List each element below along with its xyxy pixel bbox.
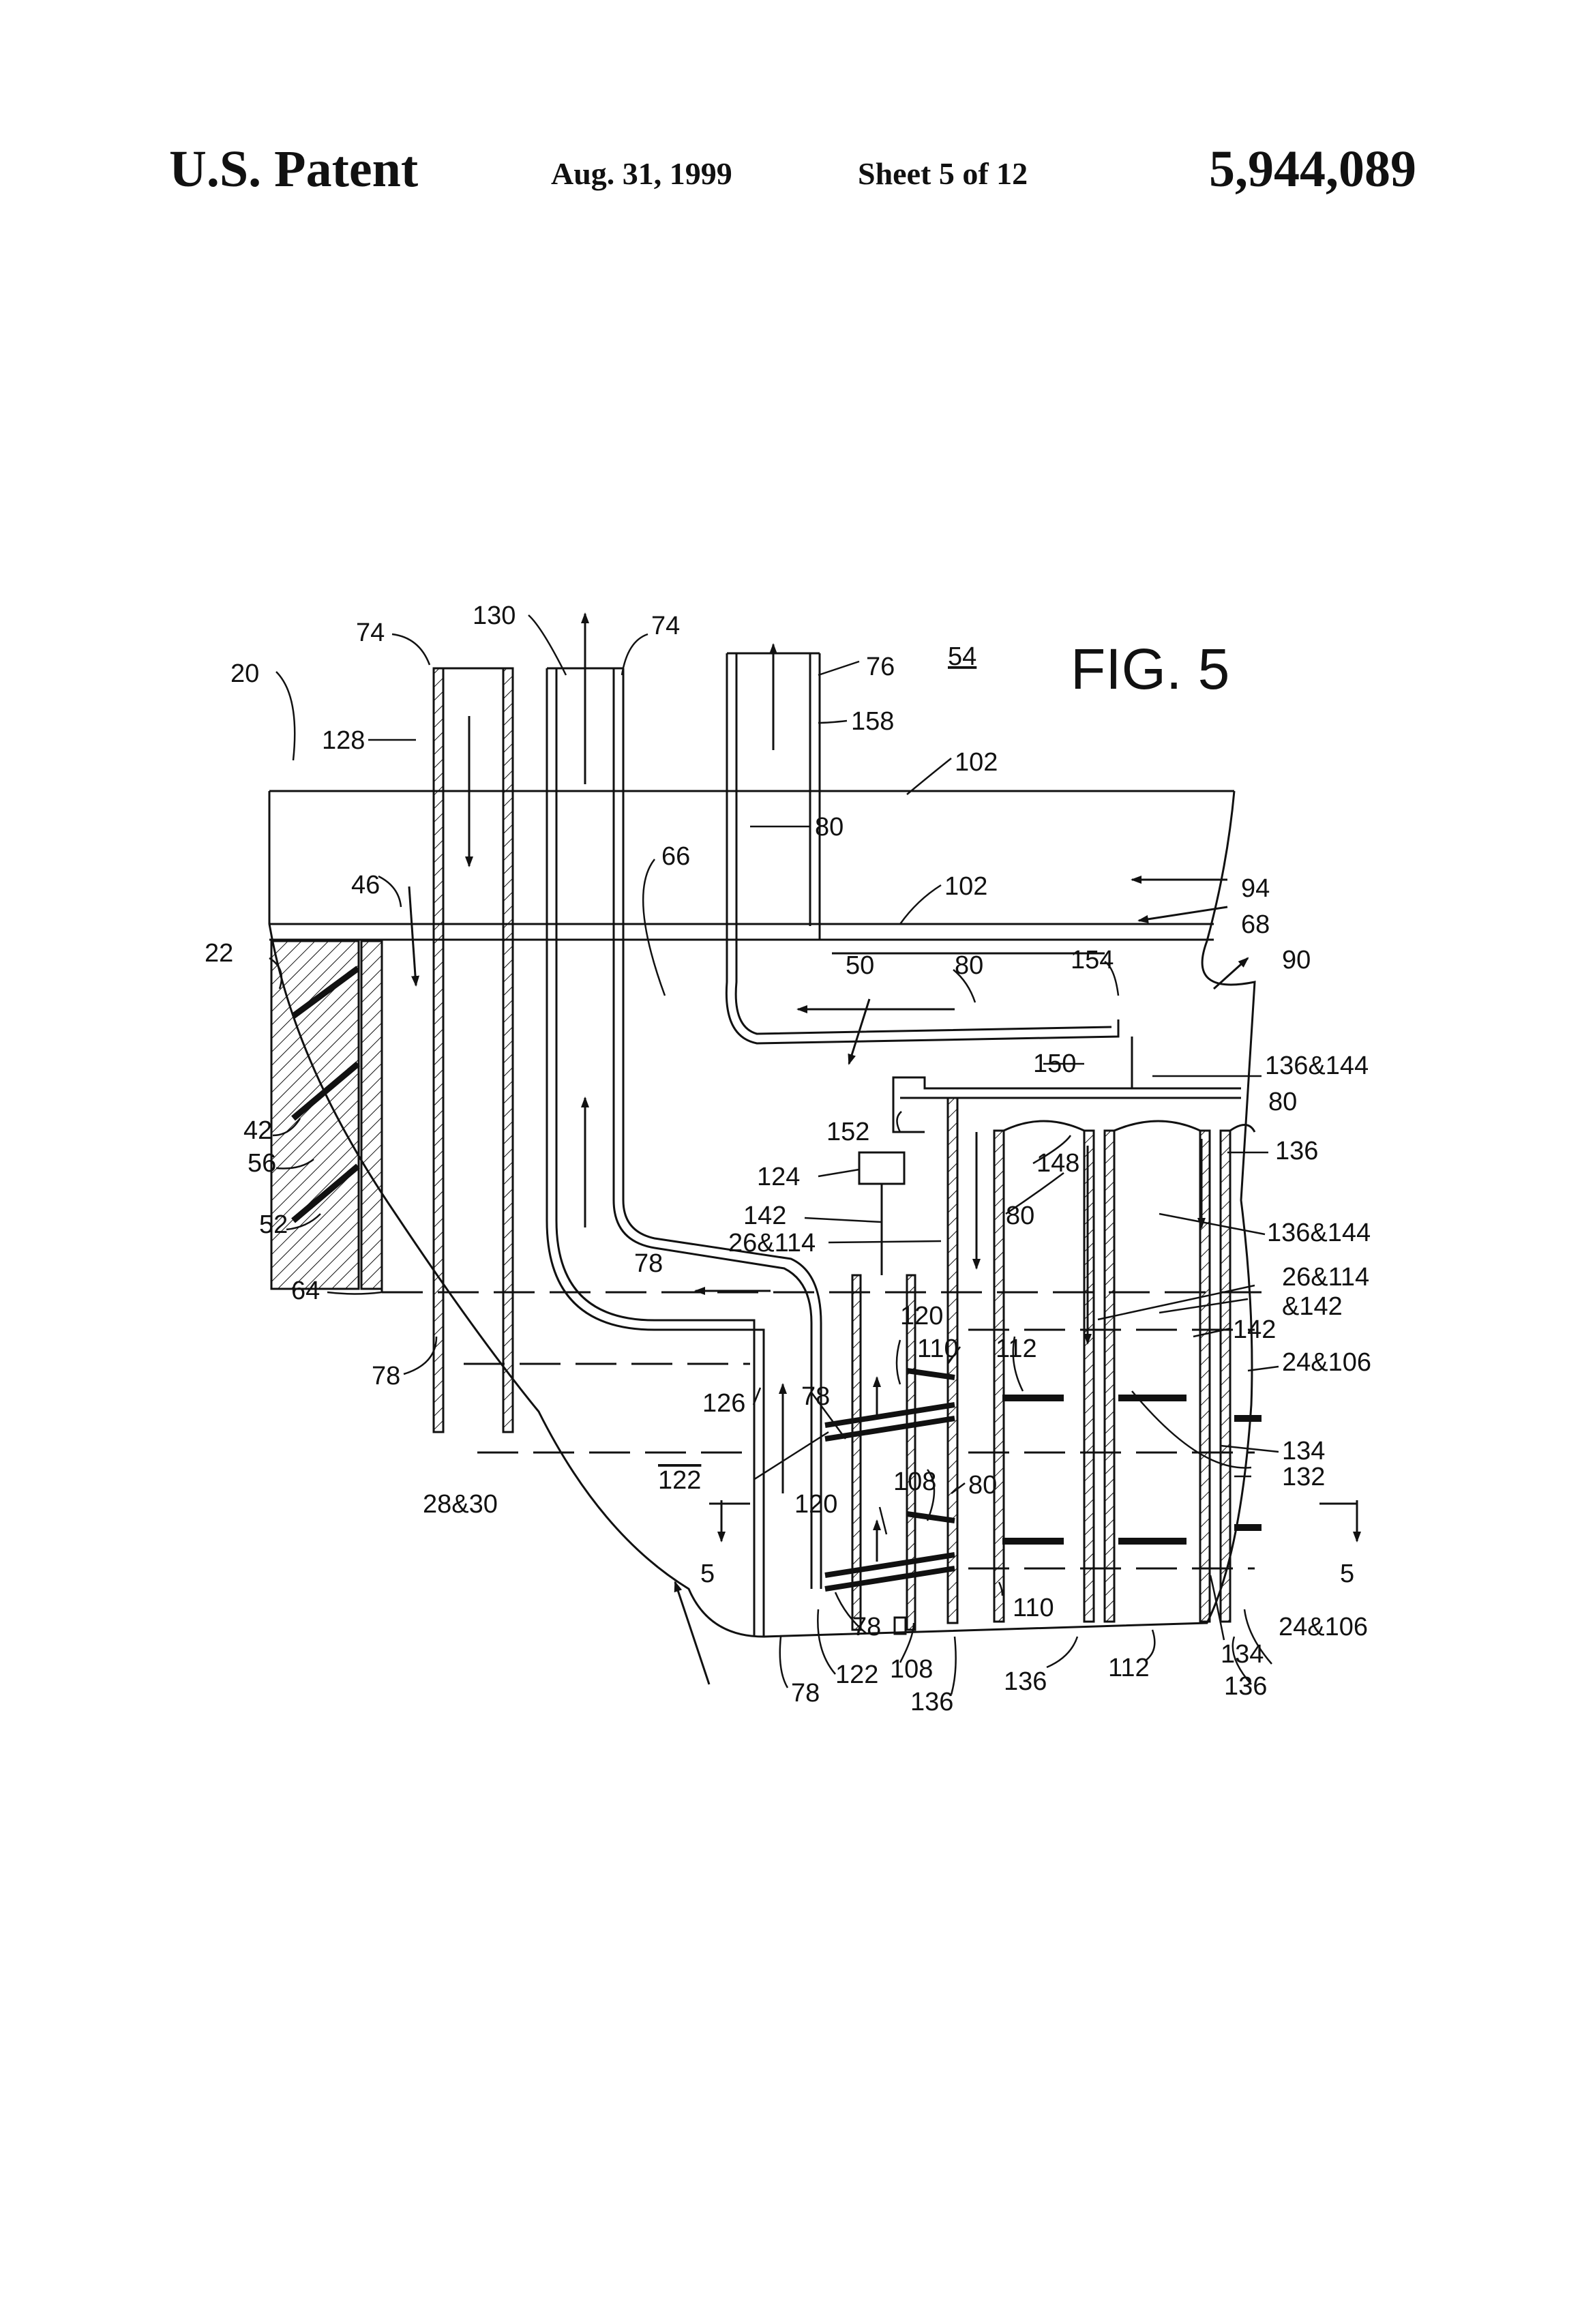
label-108a: 108	[893, 1468, 936, 1496]
label-126: 126	[702, 1389, 745, 1418]
label-26-114b: 26&114	[1282, 1263, 1369, 1292]
label-28-30: 28&30	[423, 1490, 498, 1519]
label-50: 50	[846, 951, 874, 980]
label-56: 56	[248, 1149, 276, 1178]
label-122a: 122	[658, 1466, 701, 1495]
label-136-144a: 136&144	[1265, 1052, 1369, 1080]
label-158: 158	[851, 707, 894, 736]
label-80b: 80	[955, 951, 983, 980]
label-74b: 74	[651, 612, 680, 640]
label-136d: 136	[1224, 1672, 1267, 1701]
label-102a: 102	[955, 748, 998, 777]
label-80e: 80	[968, 1471, 997, 1500]
label-154: 154	[1071, 946, 1114, 974]
label-5a: 5	[700, 1560, 715, 1588]
label-26-114a: 26&114	[728, 1229, 816, 1257]
label-136c: 136	[1004, 1667, 1047, 1696]
label-134b: 134	[1221, 1640, 1264, 1669]
label-130: 130	[473, 601, 516, 630]
label-94: 94	[1241, 874, 1270, 903]
label-142a: 142	[743, 1202, 786, 1230]
label-120a: 120	[900, 1302, 943, 1330]
label-112a: 112	[996, 1335, 1037, 1363]
label-110b: 110	[1013, 1594, 1054, 1622]
label-124: 124	[757, 1163, 800, 1191]
label-78c: 78	[801, 1382, 830, 1411]
label-136-144b: 136&144	[1267, 1219, 1371, 1247]
label-66: 66	[661, 842, 690, 871]
label-128: 128	[322, 726, 365, 755]
label-112b: 112	[1108, 1654, 1150, 1682]
label-150: 150	[1033, 1049, 1076, 1078]
label-46: 46	[351, 871, 380, 899]
label-120b: 120	[794, 1490, 837, 1519]
label-108b: 108	[890, 1655, 933, 1684]
label-80a: 80	[815, 813, 844, 841]
label-78a: 78	[372, 1362, 400, 1390]
label-24-106a: 24&106	[1282, 1348, 1371, 1377]
label-80c: 80	[1268, 1088, 1297, 1116]
label-22: 22	[205, 939, 233, 968]
label-78b: 78	[634, 1249, 663, 1278]
label-134a: 134	[1282, 1437, 1325, 1465]
label-80d: 80	[1006, 1202, 1034, 1230]
figure-linework	[269, 653, 1262, 1637]
label-42: 42	[243, 1116, 272, 1145]
label-148: 148	[1036, 1149, 1079, 1178]
label-24-106b: 24&106	[1279, 1613, 1368, 1641]
label-5b: 5	[1340, 1560, 1354, 1588]
label-136a: 136	[1275, 1137, 1318, 1165]
figure-title: FIG. 5	[1071, 637, 1229, 701]
label-78d: 78	[852, 1613, 881, 1641]
label-132: 132	[1282, 1463, 1325, 1491]
label-122b: 122	[835, 1660, 878, 1689]
label-52: 52	[259, 1210, 288, 1239]
label-76: 76	[866, 653, 895, 681]
label-64: 64	[291, 1277, 320, 1305]
label-74a: 74	[356, 619, 385, 647]
label-142c: 142	[1233, 1315, 1276, 1344]
label-20: 20	[230, 659, 259, 688]
label-152: 152	[826, 1118, 869, 1146]
label-78e: 78	[791, 1679, 820, 1708]
label-142b: &142	[1282, 1292, 1343, 1321]
label-68: 68	[1241, 910, 1270, 939]
label-54: 54	[948, 642, 976, 671]
leader-lines	[269, 615, 1279, 1695]
label-136b: 136	[910, 1688, 953, 1716]
label-102b: 102	[944, 872, 987, 901]
label-90: 90	[1282, 946, 1311, 974]
label-110a: 110	[917, 1335, 959, 1363]
